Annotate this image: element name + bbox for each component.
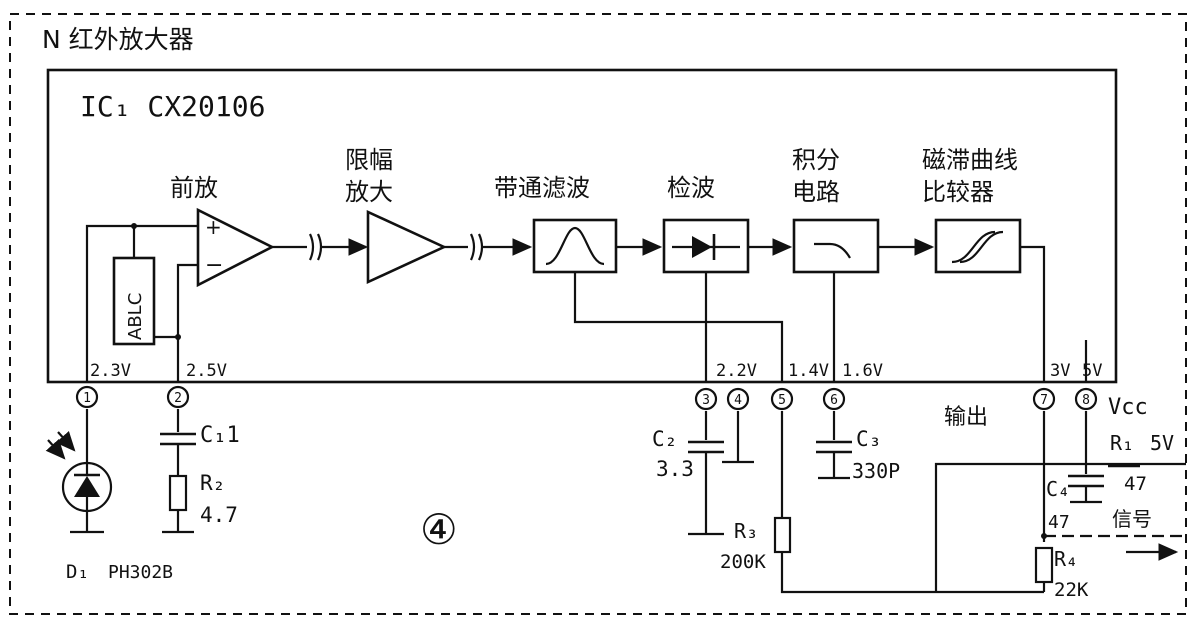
coupling-capacitor-1 [308, 233, 323, 261]
wire-bandpass-to-pin5 [573, 272, 784, 382]
wire-pin2-to-minus [176, 263, 198, 382]
c1-label: C₁1 [200, 423, 240, 448]
pin-3: 3 [694, 387, 718, 411]
pin-4: 4 [726, 387, 750, 411]
svg-text:−: − [205, 253, 223, 278]
resistor-r3 [773, 516, 792, 554]
integrator [792, 218, 880, 274]
r4-value: 22K [1054, 579, 1089, 601]
c4-label: C₄ [1046, 477, 1070, 501]
resistor-r2 [168, 474, 188, 512]
ground-pin4 [722, 411, 754, 464]
c4-value: 47 [1048, 512, 1070, 533]
voltage-pin3: 2.2V [716, 361, 757, 381]
ablc-block: ABLC [112, 256, 156, 346]
capacitor-c4 [1068, 474, 1104, 488]
wire-comparator-to-pin7 [1020, 245, 1046, 382]
d1-part: PH302B [108, 562, 173, 583]
voltage-pin1: 2.3V [90, 361, 131, 381]
photodiode-d1 [45, 430, 113, 513]
voltage-pin7: 3V [1050, 361, 1070, 381]
svg-text:4: 4 [734, 393, 742, 408]
pin-6: 6 [822, 387, 846, 411]
bandpass-label: 带通滤波 [494, 174, 590, 202]
limiter-label-1: 限幅 [345, 146, 393, 174]
pin-8: 8 [1074, 387, 1098, 411]
r1-value: 47 [1124, 473, 1147, 495]
preamp-opamp: + − [196, 207, 275, 288]
c2-value: 3.3 [656, 457, 694, 481]
capacitor-c1 [160, 432, 196, 446]
pin-1: 1 [75, 385, 99, 409]
svg-text:ABLC: ABLC [125, 293, 146, 340]
pin-5: 5 [770, 387, 794, 411]
figure-number: ④ [420, 505, 458, 554]
output-label: 输出 [944, 405, 988, 430]
svg-text:2: 2 [174, 391, 182, 406]
limiter-amplifier [366, 209, 448, 285]
detector [662, 218, 750, 274]
voltage-pin8: 5V [1082, 361, 1102, 381]
detector-label: 检波 [667, 174, 715, 202]
comparator-label-2: 比较器 [922, 178, 994, 206]
preamp-label: 前放 [170, 174, 218, 202]
wire-pin1-to-plus [85, 224, 198, 382]
signal-label: 信号 [1112, 507, 1152, 531]
pin-7: 7 [1032, 387, 1056, 411]
c3-value: 330P [852, 459, 900, 483]
pin-2: 2 [166, 385, 190, 409]
svg-text:8: 8 [1082, 393, 1090, 408]
coupling-capacitor-2 [469, 233, 484, 261]
svg-text:3: 3 [702, 393, 710, 408]
ground-d1 [70, 511, 104, 534]
r3-value: 200K [720, 551, 766, 573]
r2-value: 4.7 [200, 503, 238, 527]
c2-label: C₂ [652, 427, 677, 451]
ic-body [46, 68, 1118, 384]
hysteresis-comparator [934, 218, 1022, 274]
diagram-title: N 红外放大器 [42, 25, 194, 54]
integrator-label-1: 积分 [792, 146, 840, 174]
capacitor-c3 [816, 440, 852, 454]
voltage-pin5: 1.4V [788, 361, 829, 381]
r3-label: R₃ [734, 519, 758, 543]
svg-text:1: 1 [83, 391, 91, 406]
voltage-pin2: 2.5V [186, 361, 227, 381]
outer-dashed-frame [9, 13, 1187, 615]
capacitor-c2 [688, 440, 724, 454]
svg-text:7: 7 [1040, 393, 1048, 408]
c3-label: C₃ [856, 427, 881, 451]
svg-text:+: + [205, 215, 222, 239]
integrator-label-2: 电路 [792, 178, 840, 206]
resistor-r4 [1034, 546, 1054, 584]
bandpass-filter [532, 218, 618, 274]
r4-label: R₄ [1054, 547, 1078, 571]
r2-label: R₂ [200, 471, 225, 495]
r1-label: R₁ [1110, 431, 1134, 455]
ic-label: IC₁ CX20106 [80, 90, 265, 123]
svg-text:6: 6 [830, 393, 838, 408]
voltage-pin6: 1.6V [842, 361, 883, 381]
limiter-label-2: 放大 [345, 178, 393, 206]
d1-label: D₁ [66, 561, 89, 583]
svg-text:5: 5 [778, 393, 786, 408]
vcc-label: Vcc [1108, 395, 1148, 420]
comparator-label-1: 磁滞曲线 [922, 146, 1018, 174]
supply-voltage: 5V [1150, 431, 1174, 455]
